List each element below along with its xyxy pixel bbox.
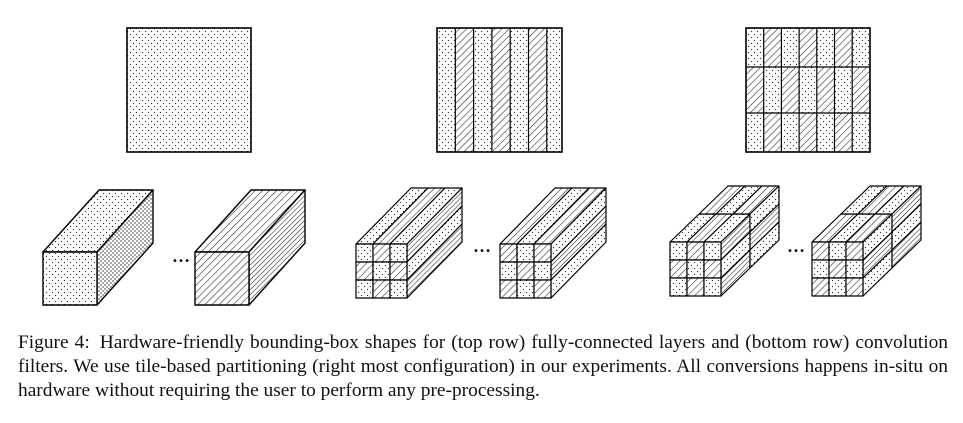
whole-matrix [126, 27, 252, 153]
tiled-filter-right [811, 185, 922, 297]
column-striped-matrix [436, 27, 563, 153]
tiled-filter-left [669, 185, 780, 297]
column-filter-right [499, 187, 607, 299]
whole-filter-pair: … [42, 189, 306, 306]
dotted-filter [42, 189, 154, 306]
ellipsis: … [172, 246, 190, 266]
tiled-filter-pair: … [669, 185, 922, 297]
ellipsis: … [787, 236, 805, 256]
column-filter-left [355, 187, 463, 299]
figure-label: Figure 4: [18, 332, 90, 353]
column-filter-pair: … [355, 187, 607, 299]
figure-caption: Figure 4:Hardware-friendly bounding-box … [18, 331, 948, 403]
tiled-matrix [745, 27, 871, 153]
caption-text: Hardware-friendly bounding-box shapes fo… [18, 332, 948, 401]
ellipsis: … [473, 236, 491, 256]
hatched-filter [194, 189, 306, 306]
figure-illustration: … … [42, 27, 922, 306]
